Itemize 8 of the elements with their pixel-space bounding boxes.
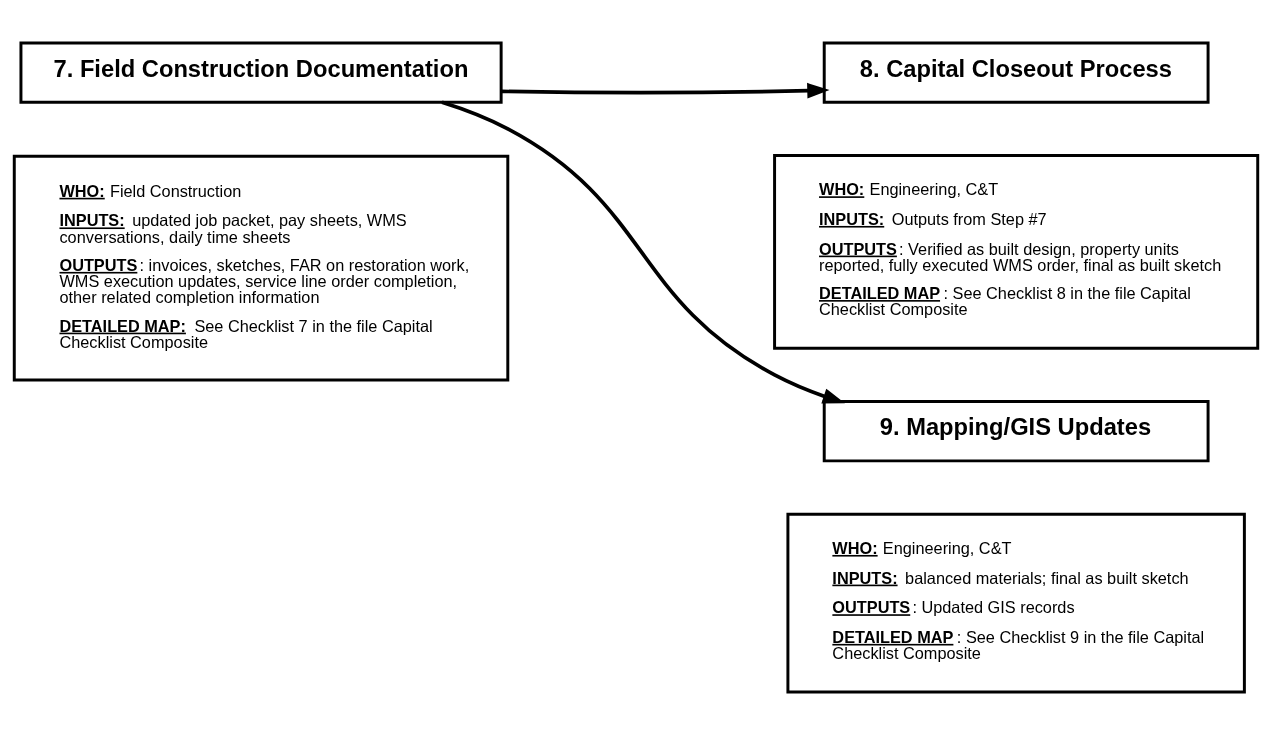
- arrow: [441, 100, 845, 404]
- node-box: 9. Mapping/GIS Updates: [822, 399, 1210, 462]
- node-box: 7. Field Construction Documentation: [19, 40, 503, 104]
- node-box: WHO: Field Construction INPUTS: updated job packet, pay sheets, WMS conversations, daily time sheets OUTPUTS: invoices, sketches, FAR on restoration work, WMS execution updates, service line order completion, other related completion information DETAILED MAP: See Checklist 7 in the file Capital Checklist Composite: [12, 154, 510, 382]
- arrow: [501, 82, 830, 98]
- node-box: WHO: Engineering, C&T INPUTS: balanced materials; final as built sketch OUTPUTS: Updated GIS records DETAILED MAP: See Checklist 9 in the file Capital Checklist Composite: [786, 512, 1246, 694]
- node-box: 8. Capital Closeout Process: [822, 40, 1210, 104]
- node-box: WHO: Engineering, C&T INPUTS: Outputs from Step #7 OUTPUTS: Verified as built design, property units reported, fully executed WMS order, final as built sketch DETAILED MAP: See Checklist 8 in the file Capital Checklist Composite: [773, 153, 1260, 350]
